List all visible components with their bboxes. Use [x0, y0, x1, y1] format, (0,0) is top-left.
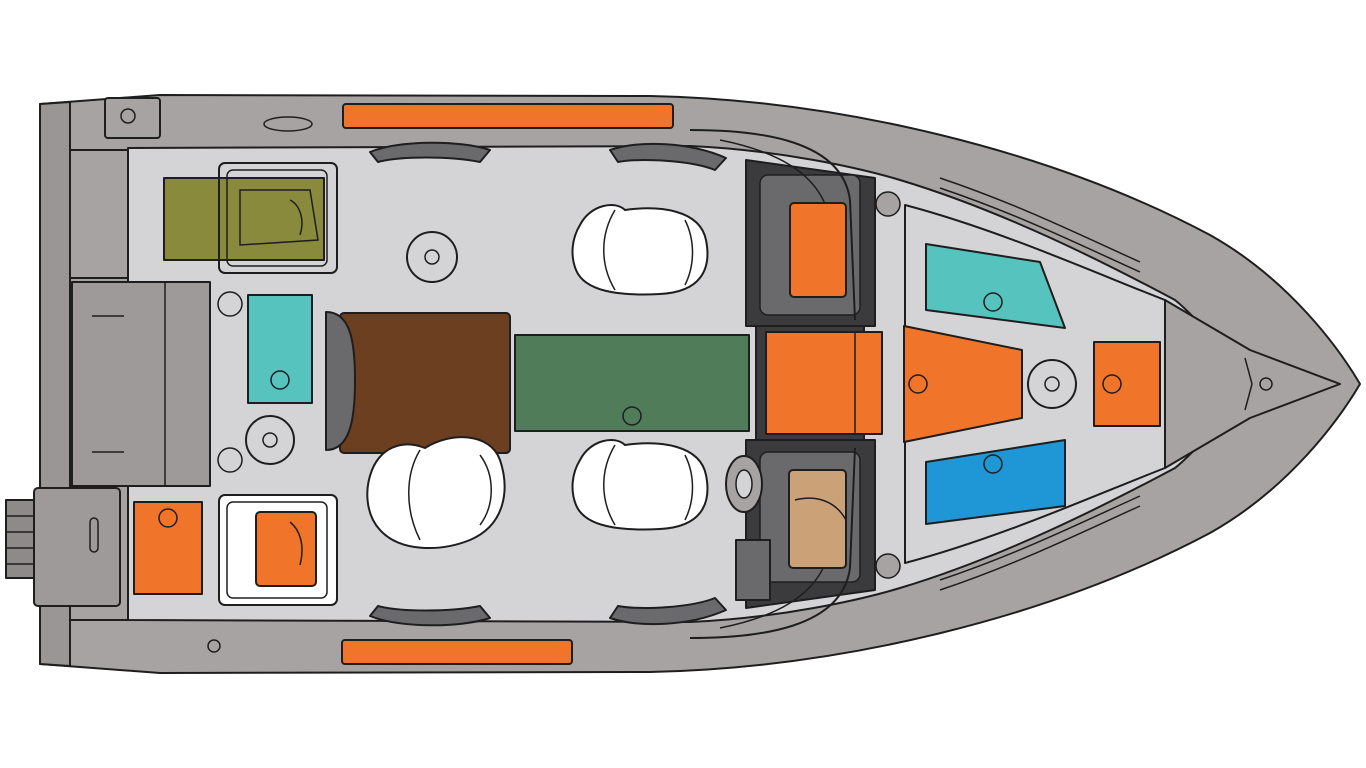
- bow-starboard-livewell: [925, 439, 1066, 525]
- pedestal-base-aft: [406, 231, 458, 283]
- aft-bench: [71, 281, 211, 487]
- aft-livewell: [247, 294, 313, 404]
- port-gunwale-rod-locker: [342, 103, 674, 129]
- aft-jump-seat-starboard: [218, 494, 338, 606]
- port-console-storage: [789, 202, 847, 298]
- bow-front-storage: [1093, 341, 1161, 427]
- center-cooler-storage: [339, 312, 511, 454]
- helm-seat-starboard: [571, 439, 709, 531]
- walkthrough-storage: [765, 331, 883, 435]
- aft-jump-seat-port: [218, 162, 338, 274]
- aft-starboard-seat-storage: [255, 511, 317, 587]
- pedestal-base-aft-2: [245, 415, 295, 465]
- boarding-ladder: [5, 499, 37, 579]
- transom-hatch: [33, 487, 121, 607]
- pedestal-base-bow: [1027, 359, 1077, 409]
- bow-center-storage: [903, 325, 1023, 443]
- helm-seat-port: [571, 204, 709, 296]
- center-floor-storage: [514, 334, 750, 432]
- aft-starboard-corner-storage: [133, 501, 203, 595]
- aft-port-seat-storage: [163, 177, 325, 261]
- starboard-console-glovebox: [788, 469, 847, 569]
- rear-seat-starboard: [366, 436, 506, 549]
- bow-port-livewell: [925, 243, 1066, 329]
- starboard-gunwale-rod-locker: [341, 639, 573, 665]
- aft-deck-grey: [69, 149, 129, 279]
